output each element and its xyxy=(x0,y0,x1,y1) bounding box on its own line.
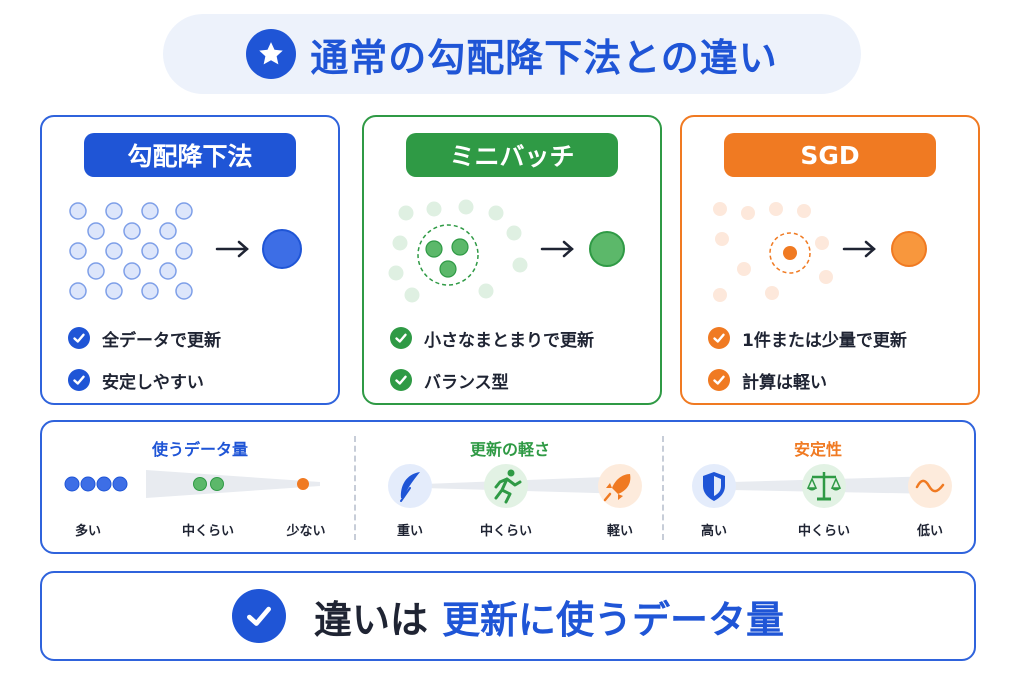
conclusion-text: 違いは更新に使うデータ量 xyxy=(314,589,784,644)
batch-selection xyxy=(417,224,479,286)
batch-points xyxy=(425,238,469,278)
check-icon xyxy=(390,327,412,349)
medium-points xyxy=(193,477,224,491)
runner-icon xyxy=(484,464,528,508)
check-icon xyxy=(68,369,90,391)
scale-label-mid: 中くらい xyxy=(181,524,235,539)
section-title: 更新の軽さ xyxy=(469,440,550,459)
card-gradient-descent: 勾配降下法 全データで更新 安定しやすい xyxy=(40,115,340,405)
conclusion-emphasis: 更新に使うデータ量 xyxy=(442,597,785,642)
scale-label-low: 少ない xyxy=(286,524,326,539)
faded-data-points xyxy=(713,202,833,302)
page-title: 通常の勾配降下法との違い xyxy=(310,35,778,80)
check-icon xyxy=(708,369,730,391)
card-label: ミニバッチ xyxy=(406,133,618,177)
shield-icon xyxy=(692,464,736,508)
card-label: 勾配降下法 xyxy=(84,133,296,177)
update-result-dot xyxy=(589,231,625,267)
full-data-diagram xyxy=(69,202,302,300)
scale-label-heavy: 重い xyxy=(396,524,424,539)
section-divider xyxy=(354,436,356,540)
arrow-icon xyxy=(540,240,574,258)
section-data-amount: 使うデータ量 多い 中くらい 少ない xyxy=(50,422,350,552)
check-icon xyxy=(708,327,730,349)
bullet-item: 安定しやすい xyxy=(68,359,221,401)
minibatch-diagram xyxy=(388,199,625,303)
comparison-panel: 使うデータ量 多い 中くらい 少ない 更新の軽さ xyxy=(40,420,976,554)
arrow-icon xyxy=(215,240,249,258)
bullet-text: 小さなまとまりで更新 xyxy=(424,330,594,351)
sgd-diagram xyxy=(713,202,927,302)
single-point xyxy=(783,246,797,260)
scale-label-mid: 中くらい xyxy=(479,524,533,539)
bullet-item: 計算は軽い xyxy=(708,359,907,401)
bullet-text: 全データで更新 xyxy=(102,330,221,351)
card-sgd: SGD 1件または少量で更新 計算は軽い xyxy=(680,115,980,405)
section-divider xyxy=(662,436,664,540)
bullet-item: 小さなまとまりで更新 xyxy=(390,317,594,359)
bullet-text: バランス型 xyxy=(424,372,509,393)
bullet-text: 計算は軽い xyxy=(742,372,827,393)
card-minibatch: ミニバッチ 小さなまとまりで更新 バランス型 xyxy=(362,115,662,405)
single-selection xyxy=(769,232,811,274)
lightness-scale xyxy=(388,464,642,508)
scale-label-high: 高い xyxy=(700,524,728,539)
many-points xyxy=(64,476,128,492)
faded-data-points xyxy=(388,199,528,303)
bullet-item: 全データで更新 xyxy=(68,317,221,359)
check-icon xyxy=(68,327,90,349)
section-lightness: 更新の軽さ 重い 中くらい 軽い xyxy=(360,422,660,552)
data-amount-scale xyxy=(64,470,320,498)
feather-icon xyxy=(388,464,432,508)
update-result-dot xyxy=(262,229,302,269)
data-points xyxy=(69,202,193,300)
stability-scale xyxy=(692,464,952,508)
bullet-text: 1件または少量で更新 xyxy=(742,330,907,351)
arrow-icon xyxy=(842,240,876,258)
conclusion-banner: 違いは更新に使うデータ量 xyxy=(40,571,976,661)
few-points xyxy=(297,478,309,490)
rocket-icon xyxy=(598,464,642,508)
bullet-item: バランス型 xyxy=(390,359,594,401)
scale-label-light: 軽い xyxy=(606,524,634,539)
title-banner: 通常の勾配降下法との違い xyxy=(163,14,861,94)
update-result-dot xyxy=(891,231,927,267)
bullet-item: 1件または少量で更新 xyxy=(708,317,907,359)
card-label: SGD xyxy=(724,133,936,177)
conclusion-lead: 違いは xyxy=(313,597,428,642)
scale-icon xyxy=(802,464,846,508)
bullet-text: 安定しやすい xyxy=(102,372,204,393)
wave-icon xyxy=(908,464,952,508)
check-icon xyxy=(390,369,412,391)
section-title: 使うデータ量 xyxy=(151,440,248,459)
star-icon xyxy=(246,29,297,79)
taper-shape xyxy=(146,470,320,498)
section-title: 安定性 xyxy=(793,440,842,459)
scale-label-high: 多い xyxy=(74,524,102,539)
scale-label-mid: 中くらい xyxy=(797,524,851,539)
check-icon xyxy=(231,589,286,643)
section-stability: 安定性 高い 中くらい 低い xyxy=(668,422,968,552)
scale-label-low: 低い xyxy=(916,524,944,539)
